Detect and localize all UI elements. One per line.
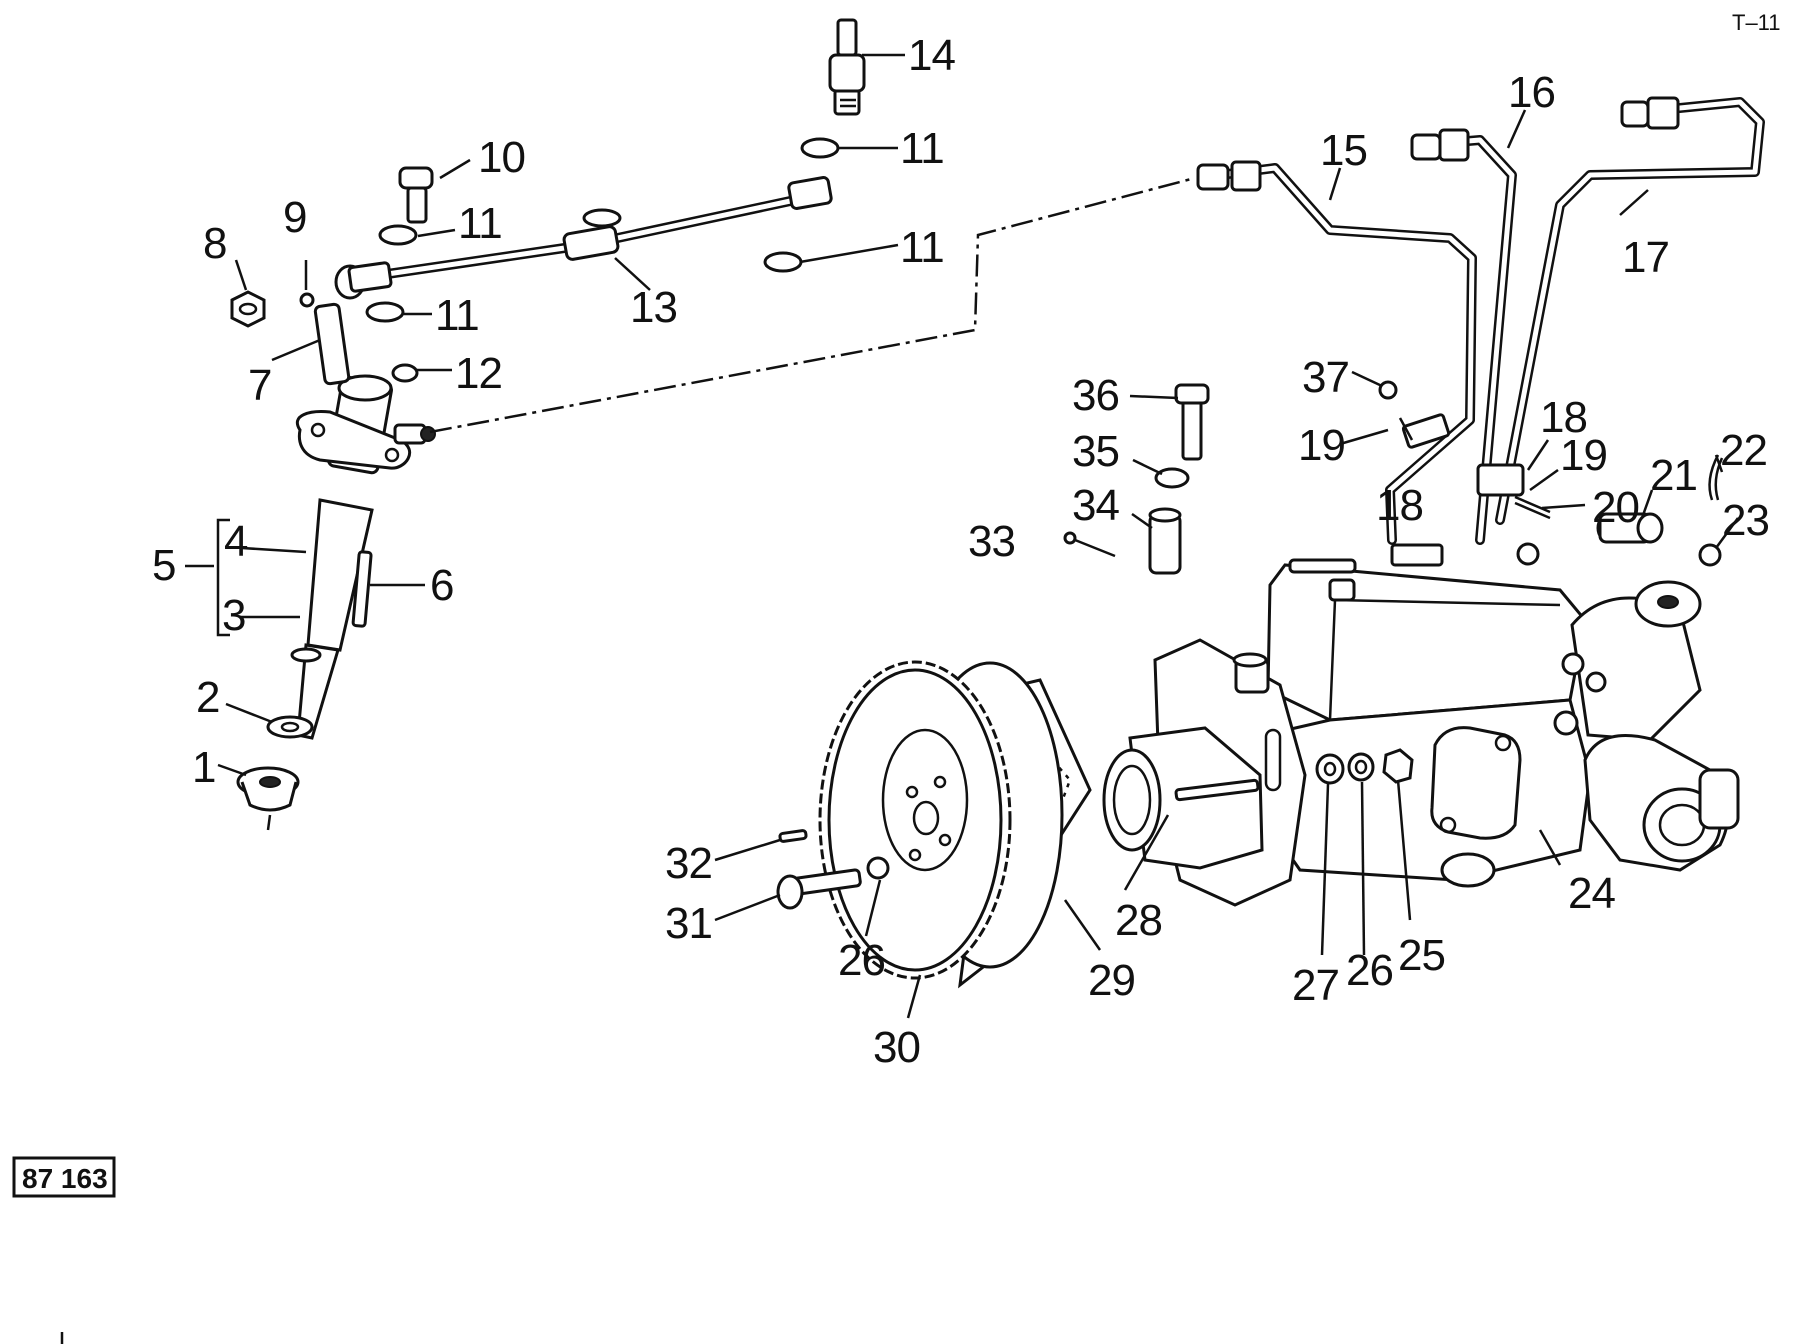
callout-3: 3 — [222, 591, 245, 640]
leak-off-pipe — [334, 18, 866, 323]
callout-11-c: 11 — [900, 124, 944, 173]
callout-16: 16 — [1508, 68, 1555, 117]
callout-8: 8 — [203, 219, 226, 268]
sheet-code: T–11 — [1732, 10, 1781, 35]
callout-34: 34 — [1072, 481, 1119, 530]
callout-11-b: 11 — [435, 291, 479, 340]
callout-18-a: 18 — [1540, 393, 1587, 442]
callout-20: 20 — [1592, 483, 1639, 532]
callout-12: 12 — [455, 349, 502, 398]
drive-gear — [776, 660, 1092, 989]
leader-lines — [185, 53, 1740, 1019]
callout-24: 24 — [1568, 869, 1615, 918]
callout-26-b: 26 — [838, 936, 885, 985]
callout-9: 9 — [283, 193, 306, 242]
callout-15: 15 — [1320, 126, 1367, 175]
callout-36: 36 — [1072, 371, 1119, 420]
callout-17: 17 — [1622, 233, 1669, 282]
callout-25: 25 — [1398, 931, 1445, 980]
callout-numbers: 1 2 3 4 5 6 7 8 9 10 11 11 11 11 12 13 1… — [152, 31, 1770, 1072]
callout-32: 32 — [665, 839, 712, 888]
callout-19-b: 19 — [1560, 431, 1607, 480]
callout-14: 14 — [908, 31, 955, 80]
callout-5: 5 — [152, 541, 175, 590]
callout-18-b: 18 — [1376, 481, 1423, 530]
callout-13: 13 — [630, 283, 677, 332]
injection-pipes — [1196, 96, 1765, 567]
callout-27: 27 — [1292, 961, 1339, 1010]
injector-assembly — [230, 290, 436, 831]
callout-2: 2 — [196, 673, 219, 722]
injection-pump-body — [1102, 542, 1740, 907]
callout-10: 10 — [478, 133, 525, 182]
callout-22: 22 — [1720, 426, 1767, 475]
callout-4: 4 — [224, 517, 248, 566]
callout-35: 35 — [1072, 427, 1119, 476]
callout-1: 1 — [192, 743, 215, 792]
figure-reference: 87 163 — [12, 1156, 116, 1198]
callout-33: 33 — [968, 517, 1015, 566]
callout-19-a: 19 — [1298, 421, 1345, 470]
callout-11-a: 11 — [458, 199, 502, 248]
callout-6: 6 — [430, 561, 453, 610]
callout-21: 21 — [1650, 451, 1697, 500]
callout-37: 37 — [1302, 353, 1349, 402]
callout-28: 28 — [1115, 896, 1162, 945]
callout-26-a: 26 — [1346, 946, 1393, 995]
connection-line — [429, 176, 1196, 434]
callout-7: 7 — [248, 361, 271, 410]
callout-31: 31 — [665, 899, 712, 948]
figure-reference-number: 87 163 — [22, 1163, 108, 1194]
callout-11-d: 11 — [900, 223, 944, 272]
callout-23: 23 — [1722, 496, 1769, 545]
callout-30: 30 — [873, 1023, 920, 1072]
pump-feed-parts — [1063, 380, 1398, 575]
callout-29: 29 — [1088, 956, 1135, 1005]
